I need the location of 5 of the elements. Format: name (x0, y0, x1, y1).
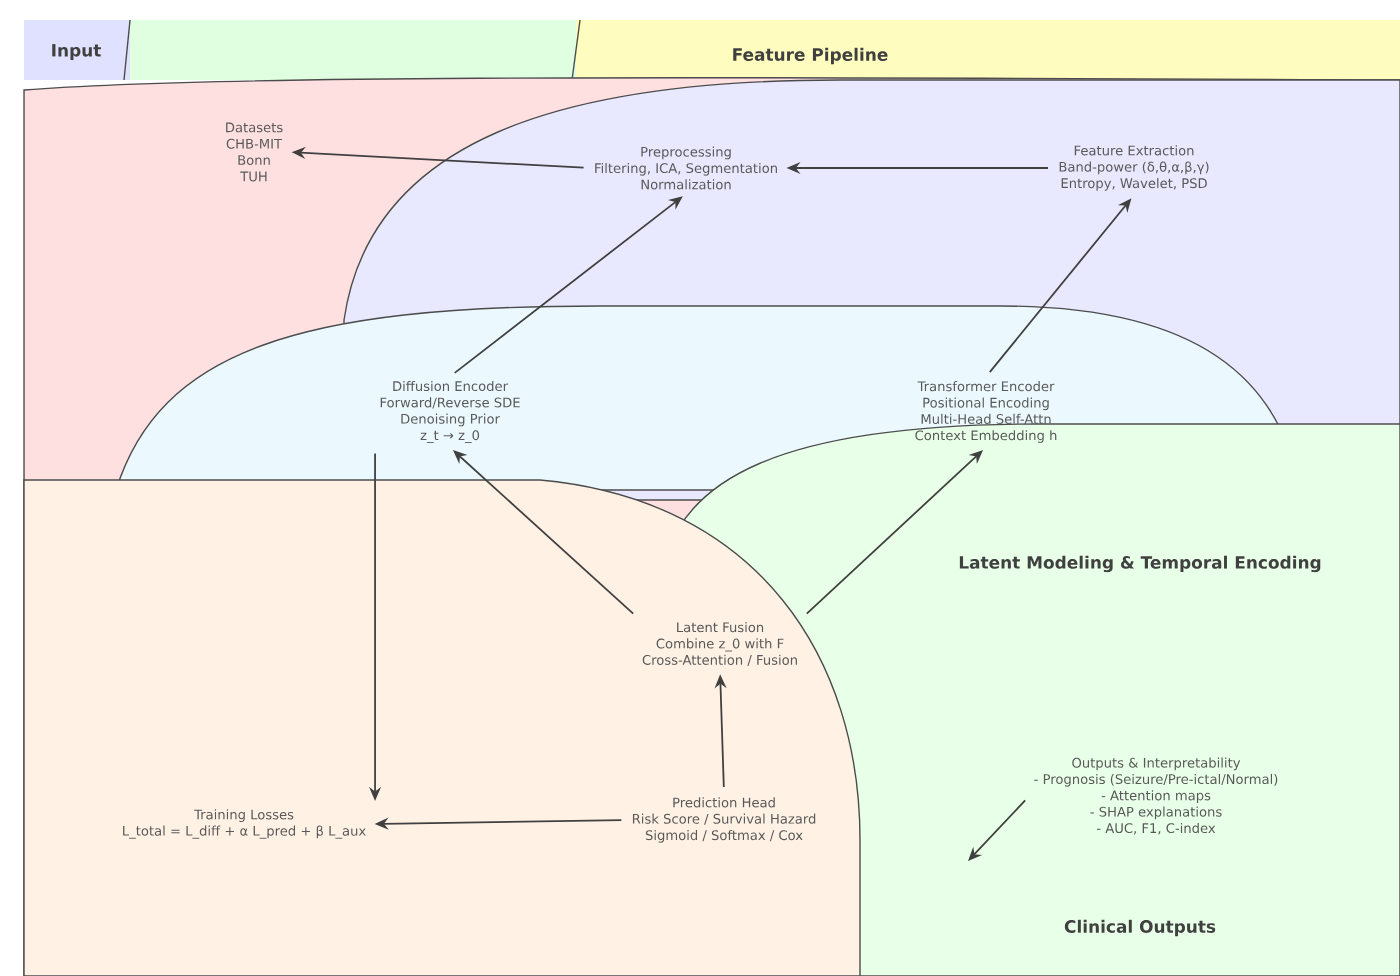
region-title: Feature Pipeline (733, 47, 888, 65)
region-title: Clinical Outputs (1064, 919, 1216, 937)
region-title: Input (52, 44, 101, 60)
region-title: Latent Modeling & Temporal Encoding (959, 555, 1321, 573)
arrow (453, 450, 635, 615)
